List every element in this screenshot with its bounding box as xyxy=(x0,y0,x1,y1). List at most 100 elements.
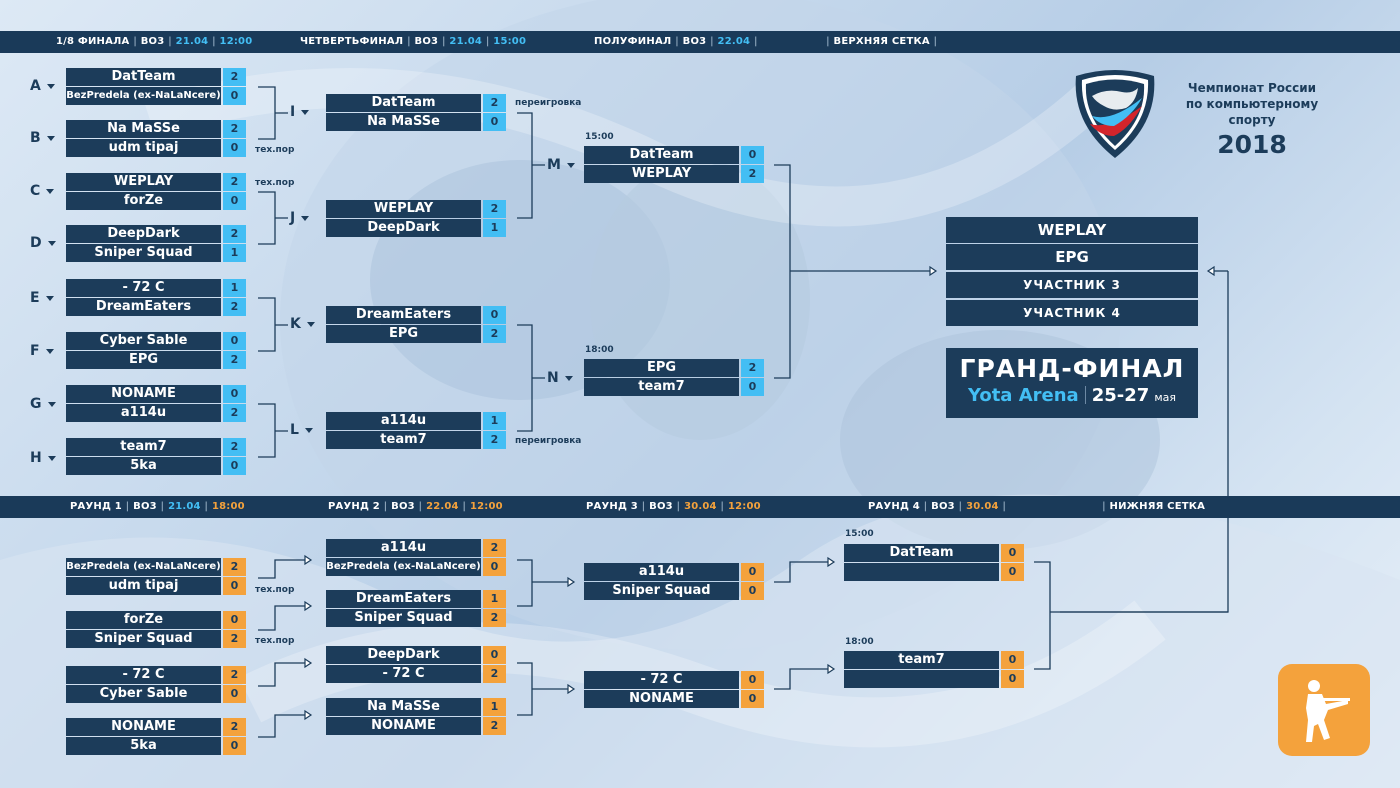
note-tech-defeat: тех.пор xyxy=(255,145,295,155)
header-upper-bracket: | ВЕРХНЯЯ СЕТКА | xyxy=(826,36,938,47)
team-name: - 72 C xyxy=(66,666,221,684)
team-name: DeepDark xyxy=(326,646,481,664)
group-label-k[interactable]: K xyxy=(290,316,315,332)
note-match-time: 15:00 xyxy=(845,529,874,539)
team-score: 2 xyxy=(741,165,764,183)
team-score: 2 xyxy=(223,351,246,369)
team-name: BezPredela (ex-NaLaNcere) xyxy=(66,87,221,105)
grand-final-participant[interactable]: WEPLAY xyxy=(946,217,1198,243)
grand-final-participant[interactable]: УЧАСТНИК 3 xyxy=(946,272,1198,298)
team-score: 0 xyxy=(741,378,764,396)
team-name: Na MaSSe xyxy=(66,120,221,138)
group-label-l[interactable]: L xyxy=(290,422,313,438)
team-score: 0 xyxy=(741,690,764,708)
team-score: 0 xyxy=(223,192,246,210)
grand-final-month: мая xyxy=(1154,391,1177,404)
team-score: 2 xyxy=(223,630,246,648)
team-score: 2 xyxy=(483,717,506,735)
team-score: 0 xyxy=(223,611,246,629)
group-label-f[interactable]: F xyxy=(30,343,54,359)
team-score: 0 xyxy=(741,671,764,689)
team-score: 1 xyxy=(483,698,506,716)
team-score: 0 xyxy=(223,332,246,350)
team-name: - 72 C xyxy=(326,665,481,683)
team-score: 2 xyxy=(741,359,764,377)
header-quarterfinal: ЧЕТВЕРТЬФИНАЛ | ВО3 | 21.04 | 15:00 xyxy=(300,36,527,47)
group-label-m[interactable]: M xyxy=(547,157,575,173)
group-label-d[interactable]: D xyxy=(30,235,56,251)
team-name: Sniper Squad xyxy=(326,609,481,627)
header-lower-bracket: | НИЖНЯЯ СЕТКА xyxy=(1102,501,1206,512)
group-label-h[interactable]: H xyxy=(30,450,56,466)
upper-bracket-header xyxy=(0,31,1400,53)
group-label-j[interactable]: J xyxy=(290,210,310,226)
team-score: 0 xyxy=(483,646,506,664)
team-score: 1 xyxy=(223,244,246,262)
note-tech-defeat: тех.пор xyxy=(255,585,295,595)
grand-final-title: ГРАНД-ФИНАЛ xyxy=(959,354,1185,383)
note-tech-defeat: тех.пор xyxy=(255,178,295,188)
shield-russia-logo-icon xyxy=(1075,70,1155,158)
team-name: DeepDark xyxy=(326,219,481,237)
team-score: 2 xyxy=(223,120,246,138)
note-replay: переигровка xyxy=(515,98,582,108)
grand-final-info: ГРАНД-ФИНАЛ Yota Arena 25-27 мая xyxy=(946,348,1198,418)
team-score: 2 xyxy=(223,173,246,191)
group-label-g[interactable]: G xyxy=(30,396,56,412)
team-score: 0 xyxy=(223,577,246,595)
grand-final-participant[interactable]: EPG xyxy=(946,244,1198,270)
team-name: Sniper Squad xyxy=(66,244,221,262)
lower-bracket-header xyxy=(0,496,1400,518)
team-name: Sniper Squad xyxy=(584,582,739,600)
team-score: 2 xyxy=(223,558,246,576)
team-score: 0 xyxy=(1001,563,1024,581)
team-name: DatTeam xyxy=(844,544,999,562)
group-label-c[interactable]: C xyxy=(30,183,55,199)
team-score: 0 xyxy=(223,139,246,157)
group-label-i[interactable]: I xyxy=(290,104,310,120)
grand-final-dates: 25-27 xyxy=(1091,385,1150,406)
team-score: 0 xyxy=(483,558,506,576)
grand-final-venue: Yota Arena xyxy=(967,385,1079,406)
team-score: 0 xyxy=(1001,544,1024,562)
team-name: DatTeam xyxy=(66,68,221,86)
group-label-a[interactable]: A xyxy=(30,78,55,94)
team-score: 2 xyxy=(483,609,506,627)
group-label-e[interactable]: E xyxy=(30,290,54,306)
group-label-n[interactable]: N xyxy=(547,370,573,386)
team-score: 0 xyxy=(741,146,764,164)
team-score: 2 xyxy=(483,539,506,557)
team-score: 1 xyxy=(483,412,506,430)
team-name: DatTeam xyxy=(584,146,739,164)
team-score: 1 xyxy=(483,219,506,237)
group-label-b[interactable]: B xyxy=(30,130,55,146)
team-name: DatTeam xyxy=(326,94,481,112)
grand-final-participant[interactable]: УЧАСТНИК 4 xyxy=(946,300,1198,326)
